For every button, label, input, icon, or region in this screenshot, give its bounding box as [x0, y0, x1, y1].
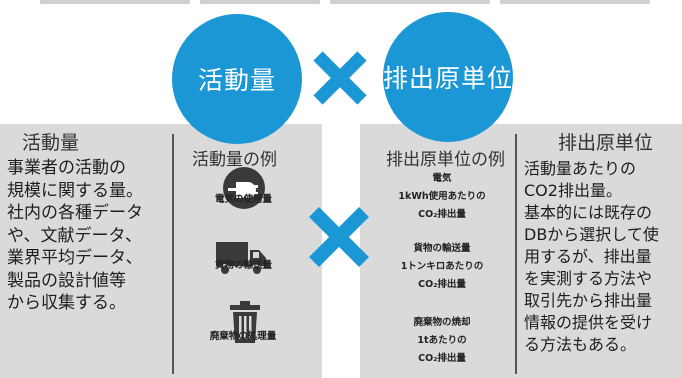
description-line: DBから選択して使 [524, 225, 659, 244]
activity-panel [0, 124, 322, 378]
example-label-freight: 貨物の輸送量 [214, 260, 272, 271]
description-line: 事業者の活動の [7, 158, 126, 178]
truck-icon [216, 242, 266, 276]
example-line: 1tあたりの [417, 335, 467, 346]
multiply-icon [309, 207, 369, 267]
cropped-top-text [0, 0, 682, 8]
example-line: CO₂排出量 [418, 209, 466, 220]
description-line: 業界平均データ、 [7, 248, 143, 268]
description-line: る方法もある。 [524, 335, 637, 354]
activity-title: 活動量 [22, 132, 80, 154]
description-line: や、文献データ、 [7, 225, 142, 246]
description-line: 製品の設計値等 [7, 270, 126, 291]
description-line: から収集する。 [7, 293, 126, 313]
activity-description: 事業者の活動の 規模に関する量。 社内の各種データ や、文献データ、 業界平均デ… [7, 157, 143, 315]
activity-circle: 活動量 [172, 14, 302, 144]
divider [172, 134, 174, 374]
description-line: 社内の各種データ [7, 203, 143, 223]
emission-factor-circle: 排出原単位 [383, 12, 513, 142]
description-line: を実測する方法や [524, 269, 653, 288]
example-freight-factor: 貨物の輸送量 1トンキロあたりの CO₂排出量 [382, 240, 502, 294]
example-label-electricity: 電気の使用量 [214, 194, 272, 205]
divider [515, 134, 517, 374]
multiply-icon [313, 51, 367, 105]
description-line: 活動量あたりの [524, 159, 637, 178]
example-line: 1トンキロあたりの [400, 261, 484, 272]
example-line: CO₂排出量 [418, 353, 466, 364]
emission-factor-title: 排出原単位 [558, 132, 654, 154]
example-line: 1kWh使用あたりの [398, 191, 486, 202]
emission-factor-panel [360, 124, 682, 378]
description-line: 基本的には既存の [524, 203, 653, 222]
example-line: 電気 [432, 173, 452, 184]
example-line: 貨物の輸送量 [413, 243, 471, 254]
example-electricity-factor: 電気 1kWh使用あたりの CO₂排出量 [382, 170, 502, 224]
example-label-waste: 廃棄物の処理量 [209, 331, 277, 342]
emission-factor-examples-title: 排出原単位の例 [386, 150, 505, 170]
description-line: 取引先から排出量 [524, 291, 653, 310]
plug-icon [223, 167, 265, 209]
description-line: 規模に関する量。 [7, 180, 143, 201]
description-line: CO2排出量。 [524, 181, 622, 200]
example-line: 廃棄物の焼却 [413, 317, 471, 328]
example-line: CO₂排出量 [418, 279, 466, 290]
example-waste-factor: 廃棄物の焼却 1tあたりの CO₂排出量 [382, 314, 502, 368]
activity-examples-title: 活動量の例 [192, 150, 277, 170]
description-line: 用するが、排出量 [524, 247, 652, 266]
emission-factor-description: 活動量あたりの CO2排出量。 基本的には既存の DBから選択して使 用するが、… [524, 158, 659, 356]
trash-can-icon [230, 301, 260, 343]
description-line: 情報の提供を受け [524, 313, 653, 332]
